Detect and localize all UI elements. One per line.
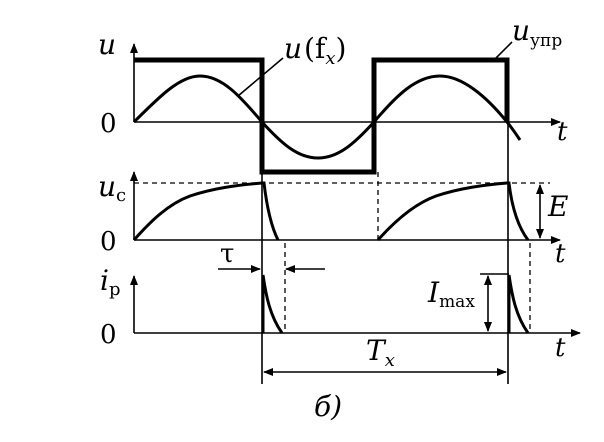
Imax-label: Imax <box>427 276 475 312</box>
u-upr-leader <box>493 41 513 61</box>
u-upr-label: uупр <box>512 14 562 51</box>
E-label: E <box>547 190 568 223</box>
ip-pulse-2 <box>507 274 530 334</box>
ip-pulse-1 <box>261 274 284 334</box>
tau-label: τ <box>220 239 234 269</box>
guide-lines <box>261 122 531 384</box>
u-fx-label: u(fx) <box>284 32 346 69</box>
panel-ip: ip 0 t τ Imax <box>100 239 581 363</box>
uc-charge-curve-2 <box>376 181 530 241</box>
panel-uc: uc 0 t E <box>98 170 568 269</box>
uc-zero-label: 0 <box>100 227 117 257</box>
figure-caption: б) <box>314 390 342 423</box>
u-zero-label: 0 <box>100 109 117 139</box>
uc-axis-label: uc <box>98 170 126 206</box>
panel-u: u 0 t u(fx) uупр <box>98 14 568 175</box>
Tx-label: Tx <box>366 334 395 371</box>
uc-charge-curve-1 <box>132 181 280 241</box>
control-square-wave <box>134 57 510 175</box>
uc-time-label: t <box>555 239 566 269</box>
ip-axis-label: ip <box>100 264 121 300</box>
ip-zero-label: 0 <box>100 320 117 350</box>
u-fx-leader <box>237 57 284 97</box>
u-time-label: t <box>557 117 568 147</box>
u-axis-label: u <box>98 28 116 61</box>
sine-wave <box>132 74 522 160</box>
ip-time-label: t <box>555 333 566 363</box>
Tx-dimension: Tx <box>263 334 507 376</box>
